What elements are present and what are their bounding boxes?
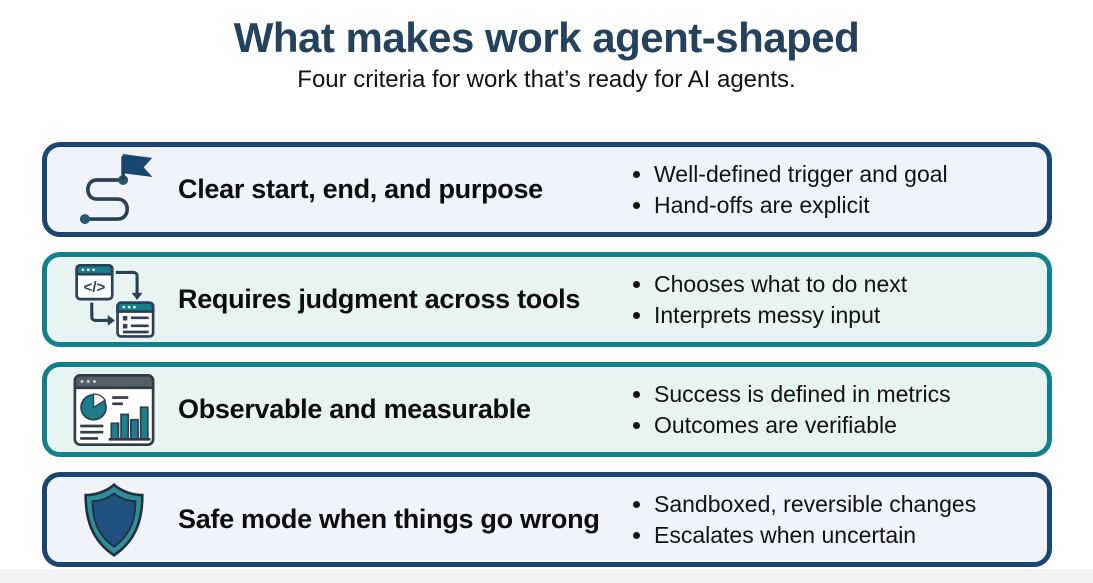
bullet-item: Outcomes are verifiable xyxy=(654,410,1037,440)
route-flag-icon xyxy=(61,150,166,230)
card-bullets: Sandboxed, reversible changes Escalates … xyxy=(630,489,1037,550)
card-heading: Clear start, end, and purpose xyxy=(178,174,543,204)
page-header: What makes work agent-shaped Four criter… xyxy=(0,14,1093,94)
card-heading: Requires judgment across tools xyxy=(178,284,581,314)
card-heading: Safe mode when things go wrong xyxy=(178,504,600,534)
bottom-edge-strip xyxy=(0,569,1093,583)
page-title: What makes work agent-shaped xyxy=(233,14,860,61)
code-to-tools-workflow-icon: </> xyxy=(61,260,166,340)
card-bullets: Success is defined in metrics Outcomes a… xyxy=(630,379,1037,440)
card-observable-measurable: Observable and measurable Success is def… xyxy=(42,362,1052,457)
page-subtitle: Four criteria for work that’s ready for … xyxy=(297,66,796,93)
bullet-item: Sandboxed, reversible changes xyxy=(654,489,1037,519)
bullet-item: Chooses what to do next xyxy=(654,269,1037,299)
criteria-card-list: Clear start, end, and purpose Well-defin… xyxy=(42,142,1052,567)
dashboard-metrics-icon xyxy=(61,370,166,450)
bullet-item: Interprets messy input xyxy=(654,300,1037,330)
card-safe-mode: Safe mode when things go wrong Sandboxed… xyxy=(42,472,1052,567)
bullet-item: Well-defined trigger and goal xyxy=(654,159,1037,189)
bullet-item: Success is defined in metrics xyxy=(654,379,1037,409)
card-requires-judgment: </> Requires judgment across tools xyxy=(42,252,1052,347)
code-glyph: </> xyxy=(83,279,105,296)
bullet-item: Hand-offs are explicit xyxy=(654,190,1037,220)
card-bullets: Well-defined trigger and goal Hand-offs … xyxy=(630,159,1037,220)
card-clear-start-end-purpose: Clear start, end, and purpose Well-defin… xyxy=(42,142,1052,237)
card-bullets: Chooses what to do next Interprets messy… xyxy=(630,269,1037,330)
bullet-item: Escalates when uncertain xyxy=(654,520,1037,550)
shield-icon xyxy=(61,480,166,560)
card-heading: Observable and measurable xyxy=(178,394,531,424)
